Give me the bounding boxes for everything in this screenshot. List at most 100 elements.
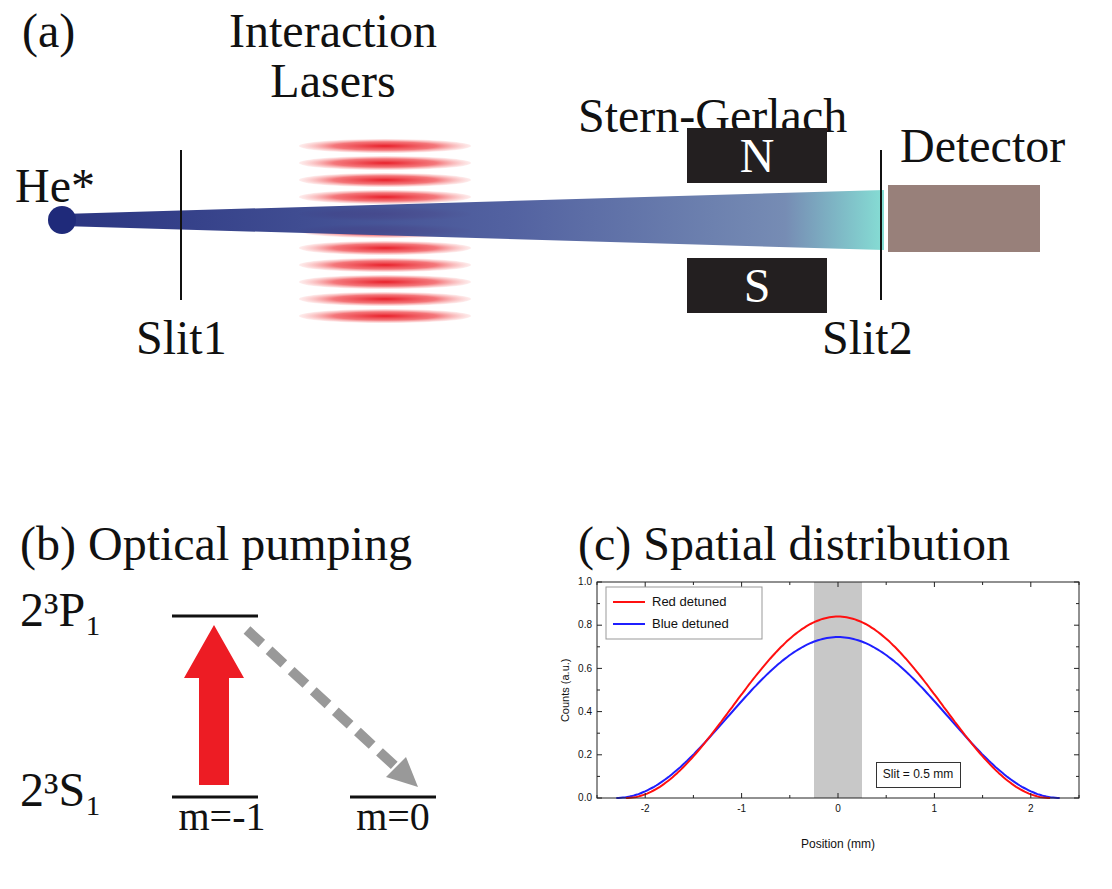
axis-tick: [1079, 795, 1080, 798]
part-label: Interaction Lasers: [203, 6, 463, 106]
axis-tick: [1076, 646, 1079, 647]
axis-tick: [741, 582, 742, 587]
axis-tick: [1030, 793, 1031, 798]
axis-tick: [597, 603, 600, 604]
axis-tick: [1076, 603, 1079, 604]
node-text: He*: [15, 158, 95, 213]
node-text: Detector: [900, 118, 1065, 173]
laser-fringe: [299, 173, 471, 187]
level-label: 2³S₁: [20, 762, 102, 817]
axis-tick: [597, 668, 602, 669]
axis-tick: [597, 582, 598, 585]
laser-fringe: [299, 275, 471, 289]
decay-arrowhead: [386, 757, 418, 787]
axis-tick: [982, 582, 983, 585]
axis-tick: [1074, 625, 1079, 626]
slit-line: [180, 150, 182, 300]
slit-band: [814, 582, 862, 798]
part-label: Slit2: [822, 310, 913, 365]
panel-title: (c) Spatial distribution: [578, 516, 1010, 571]
atom-beam: [62, 190, 884, 250]
laser-fringe: [299, 292, 471, 306]
detector-box: Detector: [888, 185, 1040, 252]
slit-line: [880, 150, 882, 300]
axis-tick: [886, 795, 887, 798]
axis-tick: [597, 582, 602, 583]
axis-tick: [741, 793, 742, 798]
axis-tick: [597, 776, 600, 777]
axis-tick: [645, 793, 646, 798]
panel-label: (a): [22, 3, 75, 58]
excitation-arrow: [184, 625, 244, 785]
axis-tick: [597, 711, 602, 712]
blue-curve: [616, 637, 1059, 798]
axis-tick: [1074, 582, 1079, 583]
axis-tick: [838, 582, 839, 587]
axis-tick: [982, 795, 983, 798]
legend-line: [613, 601, 645, 603]
axis-tick: [934, 793, 935, 798]
laser-fringe: [299, 309, 471, 323]
laser-fringe: [299, 258, 471, 272]
decay-arrow: [247, 630, 396, 767]
magnet-pole: N: [687, 128, 827, 183]
legend-line: [613, 623, 645, 625]
axis-tick: [597, 625, 602, 626]
axis-tick: [1076, 690, 1079, 691]
tick-label: 0.0: [578, 792, 592, 804]
tick-label: -2: [641, 803, 650, 815]
axis-tick: [597, 646, 600, 647]
axis-tick: [1076, 733, 1079, 734]
tick-label: 0: [835, 803, 841, 815]
axis-tick: [597, 733, 600, 734]
axis-tick: [1074, 711, 1079, 712]
tick-label: 1: [932, 803, 938, 815]
tick-label: 0.4: [578, 706, 592, 718]
axis-tick: [1074, 668, 1079, 669]
red-curve: [626, 617, 1050, 798]
axis-tick: [1030, 582, 1031, 587]
tick-label: -1: [737, 803, 746, 815]
laser-fringe: [299, 139, 471, 153]
axis-tick: [934, 582, 935, 587]
axis-tick: [693, 795, 694, 798]
tick-label: 0.2: [578, 749, 592, 761]
atom-source: He*: [48, 206, 76, 234]
axis-tick: [597, 754, 602, 755]
axis-tick: [693, 582, 694, 585]
axis-tick: [645, 582, 646, 587]
axis-tick: [789, 582, 790, 585]
axis-tick: [886, 582, 887, 585]
axis-tick: [1074, 798, 1079, 799]
panel-title: (b) Optical pumping: [20, 516, 412, 571]
node-text: S: [744, 258, 771, 313]
part-label: Slit1: [136, 310, 227, 365]
axis-tick: [1079, 582, 1080, 585]
sublevel-label: m=0: [356, 794, 430, 840]
axis-tick: [597, 795, 598, 798]
axis-tick: [1076, 776, 1079, 777]
laser-fringe: [299, 190, 471, 204]
level-label: 2³P₁: [20, 582, 102, 637]
legend-text: Blue detuned: [652, 617, 729, 632]
tick-label: 2: [1028, 803, 1034, 815]
axis-tick: [1074, 754, 1079, 755]
node-text: N: [740, 128, 775, 183]
energy-level: [172, 615, 258, 618]
laser-fringe: [299, 241, 471, 255]
laser-fringe: [299, 156, 471, 170]
tick-label: 0.6: [578, 663, 592, 675]
node-text: Slit = 0.5 mm: [883, 768, 953, 782]
axis-title: Position (mm): [801, 838, 875, 852]
legend-text: Red detuned: [652, 595, 726, 610]
axis-ticks: [597, 582, 1079, 798]
axis-tick: [597, 798, 602, 799]
magnet-pole: S: [687, 258, 827, 313]
axis-tick: [789, 795, 790, 798]
slit-width-box: Slit = 0.5 mm: [876, 762, 961, 788]
tick-label: 1.0: [578, 576, 592, 588]
legend-box: [606, 587, 762, 639]
axis-title: Counts (a.u.): [560, 658, 573, 722]
sublevel-label: m=-1: [179, 794, 266, 840]
